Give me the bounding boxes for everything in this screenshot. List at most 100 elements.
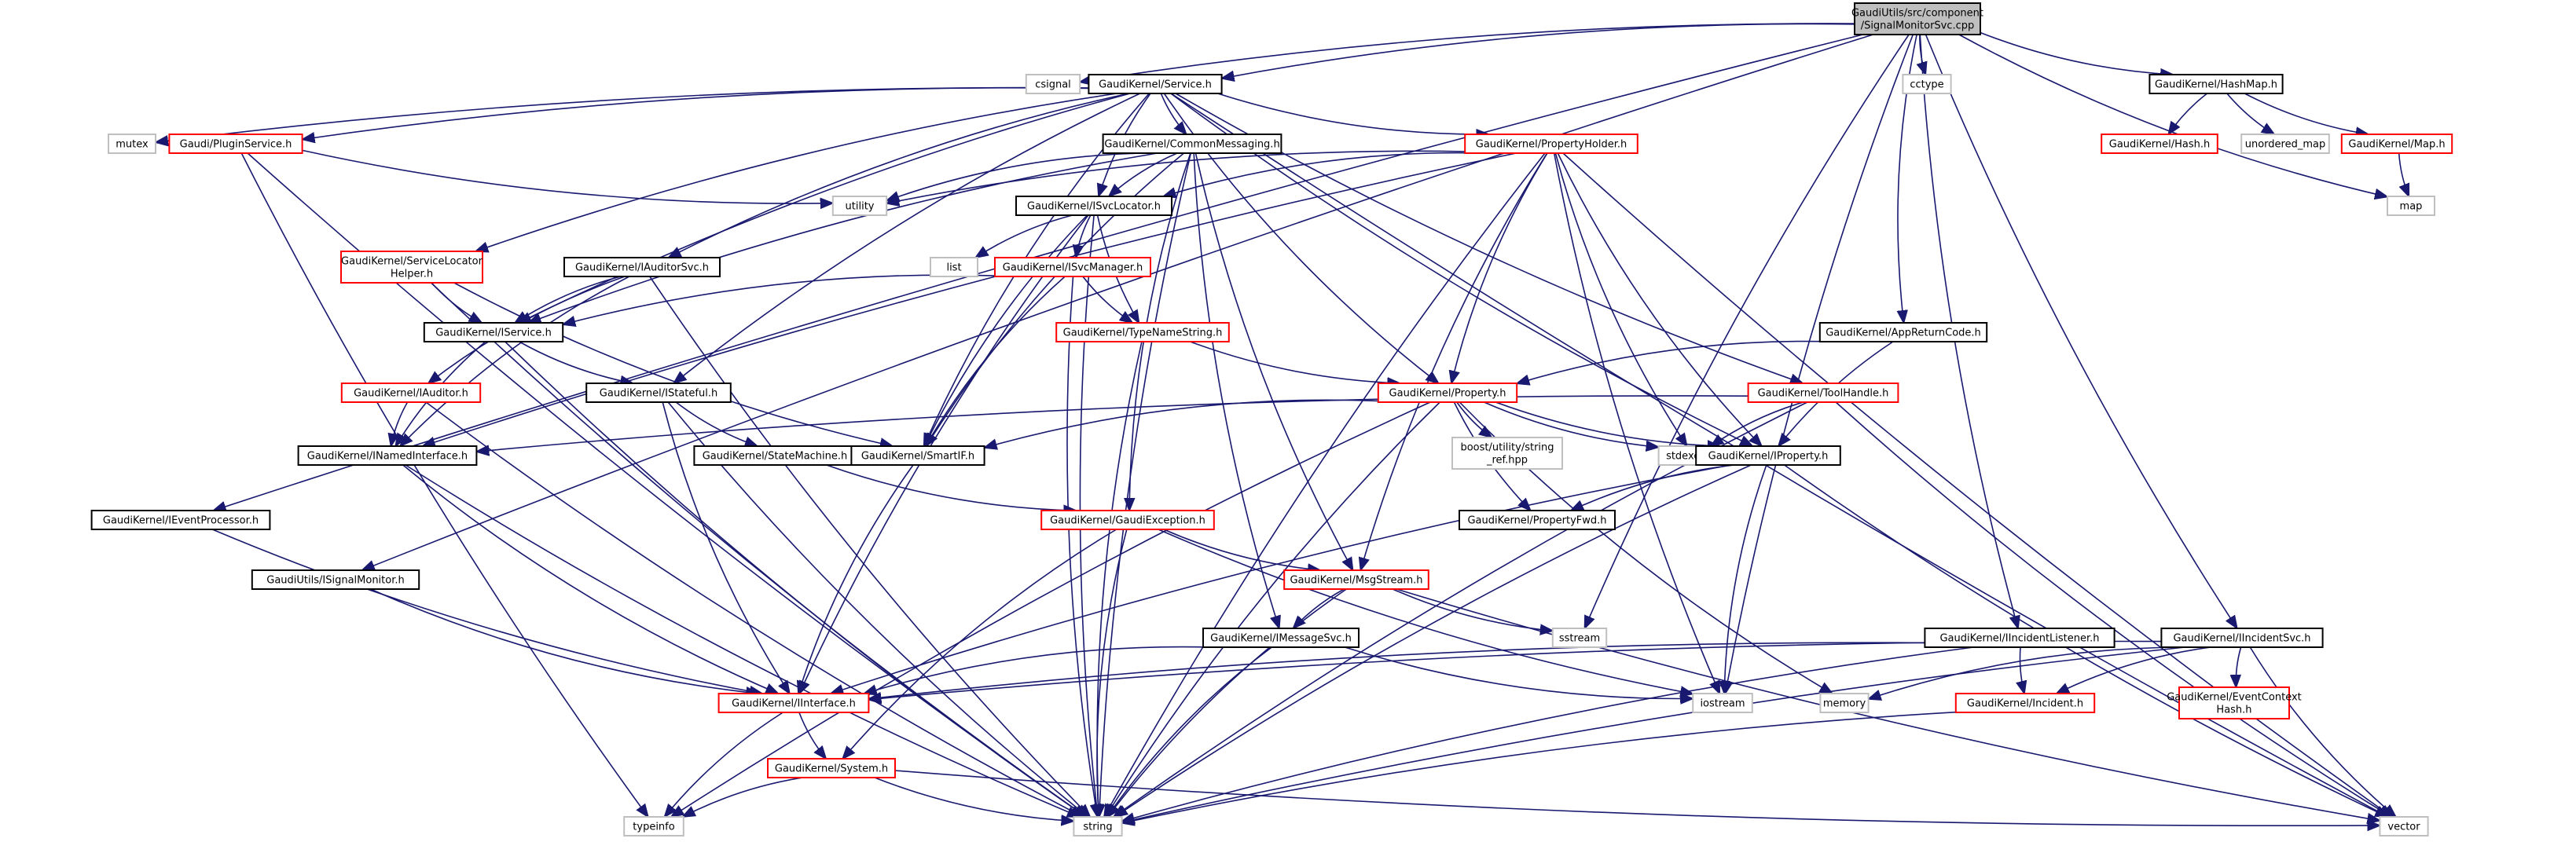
node-iinterface[interactable]: GaudiKernel/IInterface.h (717, 693, 870, 713)
node-box (1055, 322, 1230, 342)
node-box (1025, 74, 1081, 94)
node-box (340, 251, 483, 284)
node-box (1040, 510, 1215, 530)
node-pluginsvc[interactable]: Gaudi/PluginService.h (168, 134, 303, 154)
node-box (1073, 816, 1123, 837)
node-commonmsg[interactable]: GaudiKernel/CommonMessaging.h (1102, 134, 1282, 154)
edge-service-to-iauditorsvc (669, 93, 1129, 258)
edge-property-to-boostref (1456, 401, 1492, 437)
node-smartif[interactable]: GaudiKernel/SmartIF.h (850, 445, 985, 466)
edge-iincidentlistener-to-incident (2020, 646, 2024, 694)
edge-toolhandle-to-inamedinterface (476, 395, 1749, 452)
node-box (1818, 322, 1988, 342)
node-box (1088, 74, 1223, 94)
node-label: vector (2387, 822, 2420, 833)
node-label: GaudiKernel/IAuditorSvc.h (575, 262, 709, 274)
edge-system-to-vector (894, 770, 2380, 826)
node-incident[interactable]: GaudiKernel/Incident.h (1954, 693, 2096, 713)
edge-inamedinterface-to-string (405, 464, 1080, 817)
edge-commonmsg-to-msgstream (1194, 152, 1353, 570)
dependency-nodes: GaudiUtils/src/component/SignalMonitorSv… (90, 2, 2453, 837)
edge-iproperty-to-iostream (1724, 464, 1767, 694)
node-service[interactable]: GaudiKernel/Service.h (1088, 74, 1223, 94)
node-label: list (946, 262, 961, 274)
node-iauditor[interactable]: GaudiKernel/IAuditor.h (340, 383, 482, 403)
edge-msgstream-to-vector (1396, 588, 2380, 821)
edge-incident-to-string (1122, 711, 1956, 823)
edge-iauditor-to-inamedinterface (391, 401, 409, 446)
edge-hashmap-to-maph (2244, 93, 2368, 134)
edge-iinterface-to-typeinfo (665, 712, 783, 817)
edge-iauditorsvc-to-inamedinterface (400, 276, 630, 446)
edge-svclochelper-to-string (430, 282, 1087, 817)
node-vector: vector (2379, 816, 2429, 837)
edge-imessagesvc-to-iinterface (864, 646, 1211, 694)
node-box (340, 383, 482, 403)
node-iincidentlistener[interactable]: GaudiKernel/IIncidentListener.h (1924, 628, 2115, 648)
node-box (1451, 437, 1563, 470)
node-propholder[interactable]: GaudiKernel/PropertyHolder.h (1464, 134, 1638, 154)
edge-hashmap-to-unordered_map (2226, 93, 2274, 134)
node-appreturncode[interactable]: GaudiKernel/AppReturnCode.h (1818, 322, 1988, 342)
node-iproperty[interactable]: GaudiKernel/IProperty.h (1695, 445, 1841, 466)
node-label: GaudiKernel/ToolHandle.h (1758, 388, 1889, 400)
node-imessagesvc[interactable]: GaudiKernel/IMessageSvc.h (1202, 628, 1360, 648)
edge-root-to-service (1222, 23, 1855, 78)
node-propertyfwd[interactable]: GaudiKernel/PropertyFwd.h (1459, 510, 1616, 530)
node-msgstream[interactable]: GaudiKernel/MsgStream.h (1283, 569, 1429, 590)
node-label: Helper.h (391, 269, 433, 280)
node-box (168, 134, 303, 154)
edge-commonmsg-to-imessagesvc (1193, 152, 1279, 628)
node-istateful[interactable]: GaudiKernel/IStateful.h (585, 383, 732, 403)
node-iservice[interactable]: GaudiKernel/IService.h (423, 322, 564, 342)
node-label: GaudiKernel/IIncidentSvc.h (2173, 633, 2310, 645)
node-typeinfo: typeinfo (623, 816, 684, 837)
edge-iservice-to-istateful (519, 341, 633, 383)
node-cctype: cctype (1902, 74, 1952, 94)
node-iincidentsvc[interactable]: GaudiKernel/IIncidentSvc.h (2160, 628, 2324, 648)
edge-propholder-to-string (1104, 152, 1546, 817)
node-hash[interactable]: GaudiKernel/Hash.h (2101, 134, 2218, 154)
edge-iincidentsvc-to-incident (2057, 646, 2211, 694)
node-mutex: mutex (108, 134, 156, 154)
node-iauditorsvc[interactable]: GaudiKernel/IAuditorSvc.h (563, 257, 721, 277)
node-box (1464, 134, 1638, 154)
node-label: boost/utility/string (1460, 442, 1554, 454)
node-hashmap[interactable]: GaudiKernel/HashMap.h (2149, 74, 2284, 94)
node-box (2149, 74, 2284, 94)
node-map: map (2387, 196, 2435, 216)
edge-iproperty-to-string (1115, 464, 1752, 817)
node-isvclocator[interactable]: GaudiKernel/ISvcLocator.h (1015, 196, 1172, 216)
edge-root-to-iostream (1725, 34, 1914, 694)
node-toolhandle[interactable]: GaudiKernel/ToolHandle.h (1747, 383, 1899, 403)
node-label: GaudiKernel/System.h (775, 763, 888, 775)
edge-iincidentlistener-to-string (1122, 646, 1974, 822)
node-ieventprocessor[interactable]: GaudiKernel/IEventProcessor.h (90, 510, 271, 530)
edge-commonmsg-to-smartif (927, 152, 1185, 446)
node-root[interactable]: GaudiUtils/src/component/SignalMonitorSv… (1851, 2, 1983, 35)
node-label: GaudiKernel/ISvcLocator.h (1027, 201, 1161, 213)
node-box (2379, 816, 2429, 837)
node-label: Hash.h (2216, 705, 2251, 716)
node-box (1551, 628, 1608, 648)
node-property[interactable]: GaudiKernel/Property.h (1377, 383, 1518, 403)
node-label: GaudiKernel/GaudiException.h (1050, 515, 1205, 527)
node-boostref: boost/utility/string_ref.hpp (1451, 437, 1563, 470)
node-maph[interactable]: GaudiKernel/Map.h (2340, 134, 2453, 154)
node-label: mutex (116, 139, 149, 151)
node-typenamestring[interactable]: GaudiKernel/TypeNameString.h (1055, 322, 1230, 342)
node-gaudiexception[interactable]: GaudiKernel/GaudiException.h (1040, 510, 1215, 530)
node-inamedinterface[interactable]: GaudiKernel/INamedInterface.h (297, 445, 478, 466)
node-system[interactable]: GaudiKernel/System.h (767, 758, 896, 778)
node-label: utility (846, 201, 875, 213)
edge-isvclocator-to-smartif (925, 214, 1088, 446)
node-isignalmonitor[interactable]: GaudiUtils/ISignalMonitor.h (251, 569, 420, 590)
edge-iincidentsvc-to-eventcontexthash (2236, 646, 2242, 687)
edge-pluginsvc-to-typeinfo (240, 152, 648, 817)
edge-maph-to-map (2398, 152, 2409, 196)
node-statemachine[interactable]: GaudiKernel/StateMachine.h (693, 445, 857, 466)
node-isvcmanager[interactable]: GaudiKernel/ISvcManager.h (994, 257, 1151, 277)
edge-appreturncode-to-property (1517, 340, 1833, 384)
